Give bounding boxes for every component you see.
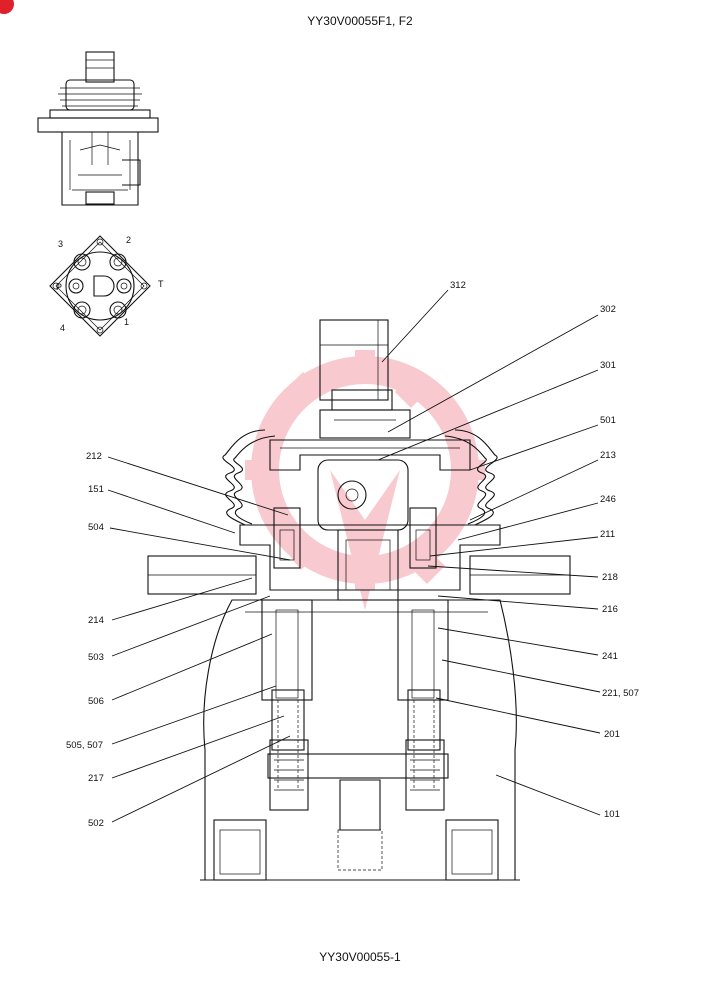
callout-301: 301	[600, 360, 616, 371]
callout-labels: 312 302 301 501 213 246 211 218 216 241 …	[66, 280, 639, 829]
drawing-footer-code: YY30V00055-1	[319, 950, 401, 964]
callout-151: 151	[88, 484, 104, 495]
main-section	[147, 319, 571, 881]
callout-201: 201	[604, 729, 620, 740]
port-view: 3 2 P T 4 1	[49, 235, 164, 337]
callout-504: 504	[88, 522, 104, 533]
drawing-title: YY30V00055F1, F2	[307, 14, 413, 28]
watermark-gear	[245, 350, 485, 610]
callout-502: 502	[88, 818, 104, 829]
callout-218: 218	[602, 572, 618, 583]
callout-241: 241	[602, 651, 618, 662]
port-label-p: P	[56, 282, 62, 292]
port-label-2: 2	[126, 235, 131, 245]
callout-312: 312	[450, 280, 466, 291]
callout-246: 246	[600, 494, 616, 505]
callout-506: 506	[88, 696, 104, 707]
callout-505-507: 505, 507	[66, 740, 103, 751]
callout-211: 211	[600, 529, 615, 540]
leader-lines	[107, 289, 601, 823]
port-label-1: 1	[124, 317, 129, 327]
callout-501: 501	[600, 415, 616, 426]
callout-212: 212	[86, 451, 102, 462]
callout-302: 302	[600, 304, 616, 315]
port-label-4: 4	[60, 323, 65, 333]
corner-badge	[0, 0, 14, 14]
port-label-3: 3	[58, 239, 63, 249]
callout-216: 216	[602, 604, 618, 615]
callout-213: 213	[600, 450, 616, 461]
side-view	[37, 51, 159, 206]
callout-101: 101	[604, 809, 620, 820]
callout-221-507: 221, 507	[602, 688, 639, 699]
port-label-t: T	[158, 279, 164, 289]
callout-214: 214	[88, 615, 104, 626]
callout-217: 217	[88, 773, 104, 784]
callout-503: 503	[88, 652, 104, 663]
